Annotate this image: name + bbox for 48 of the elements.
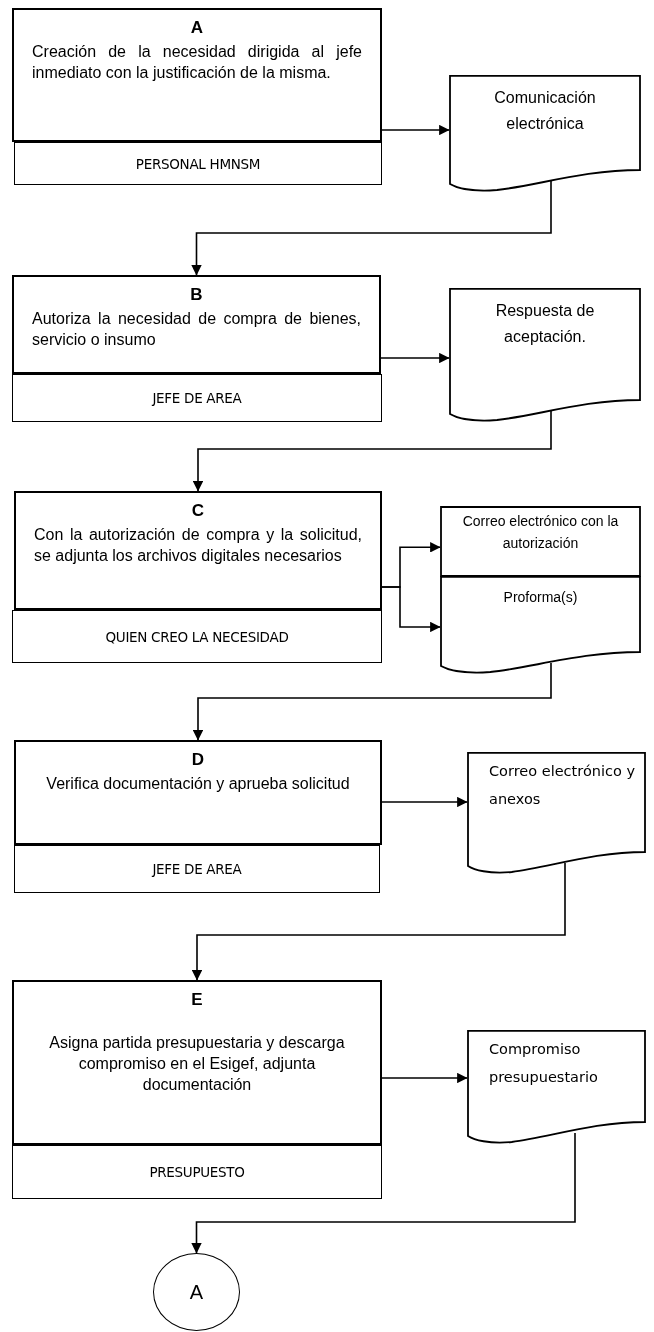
role-label: JEFE DE AREA bbox=[152, 861, 242, 877]
arrow bbox=[191, 862, 566, 981]
step-letter: C bbox=[190, 501, 206, 521]
arrow bbox=[192, 662, 552, 741]
role-label: JEFE DE AREA bbox=[152, 390, 242, 406]
step-letter: B bbox=[189, 285, 204, 305]
document-text: Compromiso presupuestario bbox=[489, 1040, 599, 1087]
step-description: Con la autorización de compra y la solicitud, se adjunta los archivos digitales necesarios bbox=[34, 525, 362, 567]
document-text: Respuesta de aceptación. bbox=[494, 301, 596, 347]
document-shape bbox=[440, 576, 641, 674]
document-text: Comunicación electrónica bbox=[493, 88, 597, 134]
role-box bbox=[12, 374, 382, 422]
step-letter: A bbox=[189, 18, 205, 38]
document-shape bbox=[467, 752, 646, 874]
arrow bbox=[381, 1072, 468, 1084]
document-shape bbox=[449, 75, 641, 192]
document-text: Correo electrónico y anexos bbox=[489, 762, 637, 809]
arrow bbox=[380, 352, 450, 364]
role-label: PRESUPUESTO bbox=[149, 1164, 245, 1180]
process-box bbox=[12, 275, 381, 374]
arrow bbox=[381, 124, 450, 136]
step-description: Autoriza la necesidad de compra de bienes, servicio o insumo bbox=[32, 309, 361, 351]
step-description: Verifica documentación y aprueba solicitud bbox=[45, 774, 351, 794]
step-letter: D bbox=[190, 750, 206, 770]
arrow bbox=[381, 586, 441, 633]
step-description: Creación de la necesidad dirigida al jefe inmediato con la justificación de la misma. bbox=[32, 42, 362, 84]
document-text: Proforma(s) bbox=[503, 588, 578, 607]
role-box bbox=[12, 1145, 382, 1199]
document-shape bbox=[449, 288, 641, 422]
role-box bbox=[14, 845, 380, 893]
role-box bbox=[12, 610, 382, 663]
arrow bbox=[191, 1132, 576, 1254]
arrow bbox=[191, 180, 552, 276]
step-letter: E bbox=[190, 990, 204, 1010]
process-box bbox=[12, 980, 382, 1145]
role-label: QUIEN CREO LA NECESIDAD bbox=[105, 628, 289, 645]
connector-label: A bbox=[189, 1280, 204, 1304]
process-box bbox=[14, 740, 382, 845]
role-box bbox=[14, 142, 382, 185]
arrow bbox=[381, 796, 468, 808]
process-box bbox=[12, 8, 382, 142]
document-section bbox=[440, 506, 641, 576]
step-description: Asigna partida presupuestaria y descarga compromiso en el Esigef, adjunta documentación bbox=[48, 1033, 346, 1096]
process-box bbox=[14, 491, 382, 610]
role-label: PERSONAL HMNSM bbox=[135, 155, 261, 172]
document-text: Correo electrónico con la autorización bbox=[461, 512, 620, 554]
arrow bbox=[192, 410, 552, 492]
document-shape bbox=[467, 1030, 646, 1144]
